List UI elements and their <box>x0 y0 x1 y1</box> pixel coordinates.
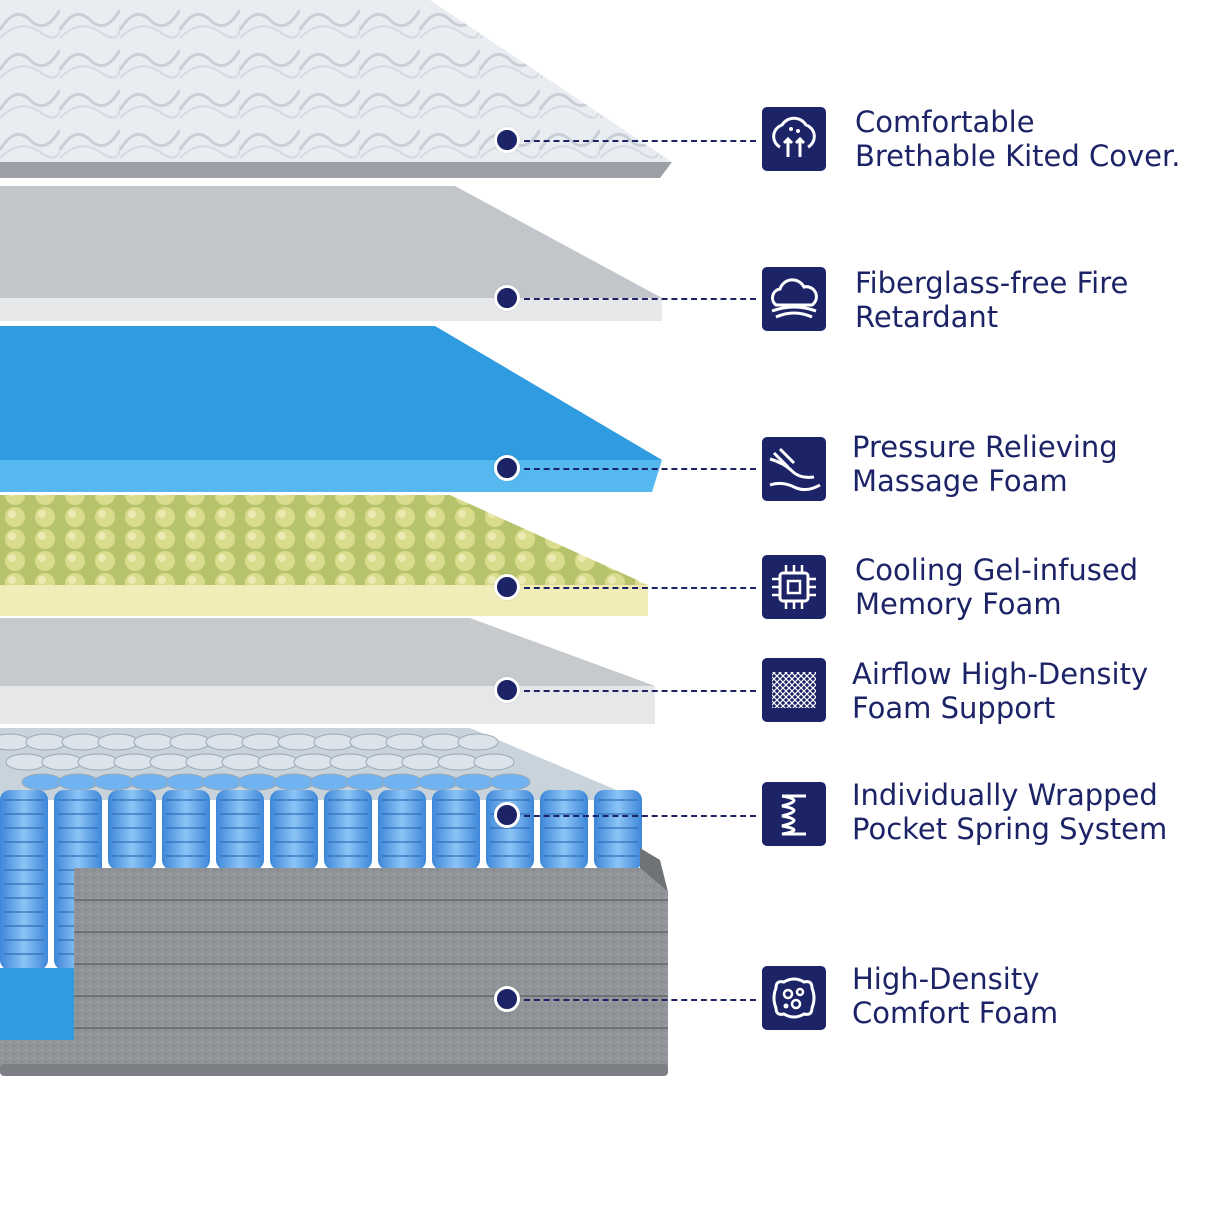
feature-label: Comfortable Brethable Kited Cover. <box>855 105 1181 173</box>
spring-top <box>401 753 443 771</box>
marker-dot <box>494 802 520 828</box>
spring-top <box>185 753 227 771</box>
feature-item-massage-foam: Pressure Relieving Massage Foam <box>0 428 1214 508</box>
feature-label: High-Density Comfort Foam <box>852 962 1059 1030</box>
spring-top <box>277 733 319 751</box>
feature-label: Pressure Relieving Massage Foam <box>852 430 1118 498</box>
spring-top <box>365 753 407 771</box>
spring-top <box>313 733 355 751</box>
spring-top <box>241 733 283 751</box>
spring-top <box>329 753 371 771</box>
spring-top <box>293 753 335 771</box>
layer-base-foam <box>0 848 668 1076</box>
leader-line <box>524 468 756 470</box>
spring-top <box>385 733 427 751</box>
spring-top <box>457 733 499 751</box>
spring-coil <box>378 790 426 870</box>
spring-top <box>437 753 479 771</box>
breathable-cover-icon <box>762 107 826 171</box>
feature-label: Fiberglass-free Fire Retardant <box>855 266 1129 334</box>
spring-top <box>473 753 515 771</box>
spring-top <box>133 733 175 751</box>
spring-coil <box>594 790 642 870</box>
marker-dot <box>494 285 520 311</box>
spring-top <box>349 733 391 751</box>
spring-top <box>169 733 211 751</box>
feature-item-cover: Comfortable Brethable Kited Cover. <box>0 100 1214 180</box>
sponge-foam-icon <box>762 966 826 1030</box>
spring-coil <box>324 790 372 870</box>
marker-dot <box>494 455 520 481</box>
leader-line <box>524 587 756 589</box>
cooling-chip-icon <box>762 555 826 619</box>
feature-item-gel-foam: Cooling Gel-infused Memory Foam <box>0 547 1214 627</box>
spring-coil <box>540 790 588 870</box>
mesh-airflow-icon <box>762 658 826 722</box>
spring-top <box>205 733 247 751</box>
spring-coil <box>108 790 156 870</box>
layer-airflow-foam <box>0 618 655 724</box>
spring-top <box>5 753 47 771</box>
spring-top <box>25 733 67 751</box>
spring-top <box>97 733 139 751</box>
layer-pocket-springs <box>0 728 642 970</box>
feature-label: Cooling Gel-infused Memory Foam <box>855 553 1139 621</box>
layer-cover <box>0 0 672 178</box>
spring-coil <box>432 790 480 870</box>
marker-dot <box>494 574 520 600</box>
leader-line <box>524 298 756 300</box>
marker-dot <box>494 127 520 153</box>
feature-item-airflow-foam: Airflow High-Density Foam Support <box>0 650 1214 730</box>
spring-coil <box>270 790 318 870</box>
spring-top <box>257 753 299 771</box>
feature-label: Airflow High-Density Foam Support <box>852 657 1149 725</box>
spring-coil <box>162 790 210 870</box>
leader-line <box>524 690 756 692</box>
cloud-fire-retardant-icon <box>762 267 826 331</box>
spring-top <box>113 753 155 771</box>
spring-coil <box>0 790 48 970</box>
spring-top <box>61 733 103 751</box>
marker-dot <box>494 986 520 1012</box>
leader-line <box>524 999 756 1001</box>
feature-item-comfort-foam: High-Density Comfort Foam <box>0 959 1214 1039</box>
spring-coil <box>216 790 264 870</box>
spring-top <box>77 753 119 771</box>
leader-line <box>524 815 756 817</box>
spring-top <box>41 753 83 771</box>
spring-top <box>221 753 263 771</box>
spring-top <box>149 753 191 771</box>
feature-label: Individually Wrapped Pocket Spring Syste… <box>852 778 1168 846</box>
marker-dot <box>494 677 520 703</box>
feature-item-pocket-springs: Individually Wrapped Pocket Spring Syste… <box>0 775 1214 855</box>
leader-line <box>524 140 756 142</box>
spring-top <box>421 733 463 751</box>
feature-item-fire-retardant: Fiberglass-free Fire Retardant <box>0 258 1214 338</box>
layer-gel-foam <box>0 495 648 616</box>
coil-spring-icon <box>762 782 826 846</box>
hand-massage-icon <box>762 437 826 501</box>
